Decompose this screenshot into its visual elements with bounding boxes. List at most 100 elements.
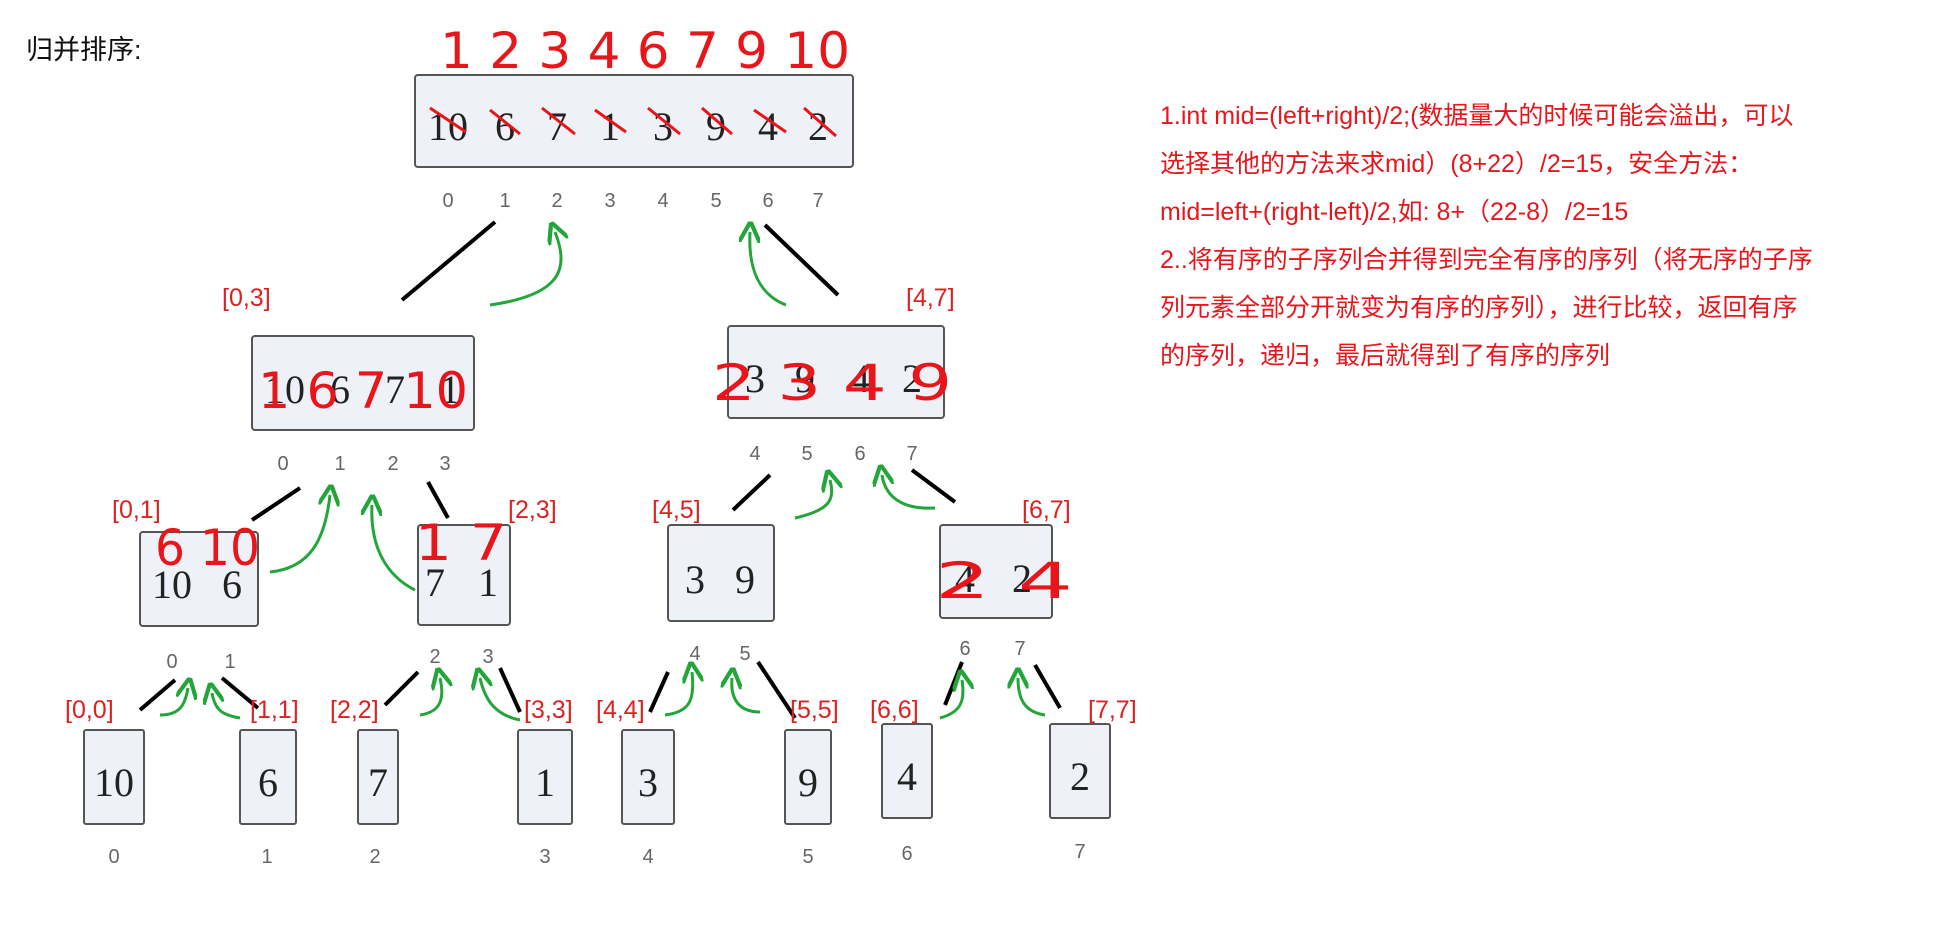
index-label: 4 bbox=[749, 443, 760, 465]
leaf-nodes: [0,0] 10 0 [1,1] 6 1 [2,2] 7 2 [3,3] 1 3… bbox=[65, 696, 1137, 868]
handwritten-sorted: 2 4 bbox=[935, 552, 1073, 610]
index-label: 3 bbox=[604, 190, 615, 212]
index-label: 5 bbox=[801, 443, 812, 465]
index-label: 6 bbox=[854, 443, 865, 465]
subarray-box bbox=[667, 524, 775, 622]
range-label: [4,4] bbox=[596, 696, 645, 724]
leaf-box bbox=[1049, 723, 1111, 819]
merge-arrow bbox=[794, 480, 832, 520]
subarray-value: 9 bbox=[795, 356, 815, 401]
subarray-value: 3 bbox=[685, 557, 705, 602]
index-label: 7 bbox=[906, 443, 917, 465]
subarray-value: 3 bbox=[745, 356, 765, 401]
index-label: 5 bbox=[802, 846, 813, 868]
note-line: mid=left+(right-left)/2,如: 8+（22-8）/2=15 bbox=[1160, 198, 1629, 226]
index-label: 0 bbox=[166, 651, 177, 673]
index-label: 6 bbox=[762, 190, 773, 212]
index-label: 2 bbox=[369, 846, 380, 868]
page-title: 归并排序: bbox=[26, 35, 142, 65]
explanation-notes: 1.int mid=(left+right)/2;(数据量大的时候可能会溢出，可… bbox=[1160, 92, 1930, 380]
subarray-value: 6 bbox=[222, 562, 242, 607]
subarray-value: 4 bbox=[955, 556, 975, 601]
leaf-value: 7 bbox=[368, 760, 388, 805]
merge-arrow bbox=[372, 505, 416, 592]
subarray-value: 10 bbox=[152, 562, 192, 607]
leaf-box bbox=[784, 729, 832, 825]
leaf-box bbox=[357, 729, 399, 825]
subarray-box bbox=[417, 524, 511, 626]
leaf-value: 9 bbox=[798, 760, 818, 805]
connector-line bbox=[910, 468, 957, 504]
subarray-value: 2 bbox=[1012, 556, 1032, 601]
index-label: 6 bbox=[901, 843, 912, 865]
subarray-value: 6 bbox=[330, 367, 350, 412]
note-line: 列元素全部分开就变为有序的序列），进行比较，返回有序 bbox=[1160, 294, 1798, 322]
index-label: 4 bbox=[657, 190, 668, 212]
index-label: 1 bbox=[224, 651, 235, 673]
leaf-value: 4 bbox=[897, 754, 917, 799]
subarray-box bbox=[939, 524, 1053, 619]
subarray-box bbox=[139, 531, 259, 627]
leaf-merge-arrows bbox=[159, 672, 1046, 722]
index-label: 4 bbox=[689, 643, 700, 665]
merge-arrow bbox=[750, 232, 787, 307]
root-value: 1 bbox=[600, 104, 620, 149]
subarray-value: 1 bbox=[440, 367, 460, 412]
handwritten-sorted: 2 3 4 9 bbox=[712, 354, 952, 412]
connector-line bbox=[426, 481, 450, 519]
index-label: 1 bbox=[334, 453, 345, 475]
range-label: [0,0] bbox=[65, 696, 114, 724]
connector-line bbox=[400, 220, 497, 302]
index-label: 5 bbox=[739, 643, 750, 665]
subarray-value: 10 bbox=[265, 367, 305, 412]
note-line: 1.int mid=(left+right)/2;(数据量大的时候可能会溢出，可… bbox=[1160, 102, 1794, 130]
connector-line bbox=[731, 473, 772, 512]
subarray-box bbox=[251, 335, 475, 431]
leaf-value: 1 bbox=[535, 760, 555, 805]
subarray-value: 2 bbox=[902, 356, 922, 401]
connector-line bbox=[763, 223, 840, 297]
range-label: [7,7] bbox=[1088, 696, 1137, 724]
note-line: 的序列，递归，最后就得到了有序的序列 bbox=[1160, 342, 1611, 370]
note-line: 2..将有序的子序列合并得到完全有序的序列（将无序的子序 bbox=[1160, 246, 1813, 274]
merge-arrow bbox=[489, 232, 561, 307]
leaf-value: 2 bbox=[1070, 754, 1090, 799]
handwritten-sorted: 1 6 7 10 bbox=[258, 362, 468, 420]
index-label: 2 bbox=[429, 646, 440, 668]
subarray-value: 1 bbox=[478, 560, 498, 605]
range-label: [0,3] bbox=[222, 284, 271, 312]
root-box bbox=[414, 74, 854, 168]
subarray-value: 7 bbox=[425, 560, 445, 605]
leaf-value: 6 bbox=[258, 760, 278, 805]
index-label: 3 bbox=[439, 453, 450, 475]
note-line: 选择其他的方法来求mid）(8+22）/2=15，安全方法： bbox=[1160, 150, 1754, 178]
root-value: 6 bbox=[495, 104, 515, 149]
index-label: 1 bbox=[499, 190, 510, 212]
range-label: [6,6] bbox=[870, 696, 919, 724]
index-label: 0 bbox=[442, 190, 453, 212]
index-label: 7 bbox=[812, 190, 823, 212]
range-label: [1,1] bbox=[250, 696, 299, 724]
leaf-box bbox=[239, 729, 297, 825]
range-label: [0,1] bbox=[112, 496, 161, 524]
subarray-box bbox=[727, 325, 945, 419]
range-label: [4,7] bbox=[906, 284, 955, 312]
index-label: 7 bbox=[1014, 638, 1025, 660]
handwritten-sorted: 1 7 bbox=[415, 514, 507, 572]
index-label: 4 bbox=[642, 846, 653, 868]
top-sorted-handwriting: 1 2 3 4 6 7 9 10 bbox=[440, 22, 850, 80]
root-value: 4 bbox=[758, 104, 778, 149]
leaf-value: 10 bbox=[94, 760, 134, 805]
handwritten-sorted: 6 10 bbox=[155, 519, 260, 577]
index-label: 1 bbox=[261, 846, 272, 868]
leaf-box bbox=[83, 729, 145, 825]
connector-line bbox=[250, 486, 302, 522]
index-label: 0 bbox=[108, 846, 119, 868]
index-label: 2 bbox=[387, 453, 398, 475]
subarray-value: 9 bbox=[735, 557, 755, 602]
range-label: [6,7] bbox=[1022, 496, 1071, 524]
index-label: 2 bbox=[551, 190, 562, 212]
index-label: 6 bbox=[959, 638, 970, 660]
index-label: 7 bbox=[1074, 841, 1085, 863]
